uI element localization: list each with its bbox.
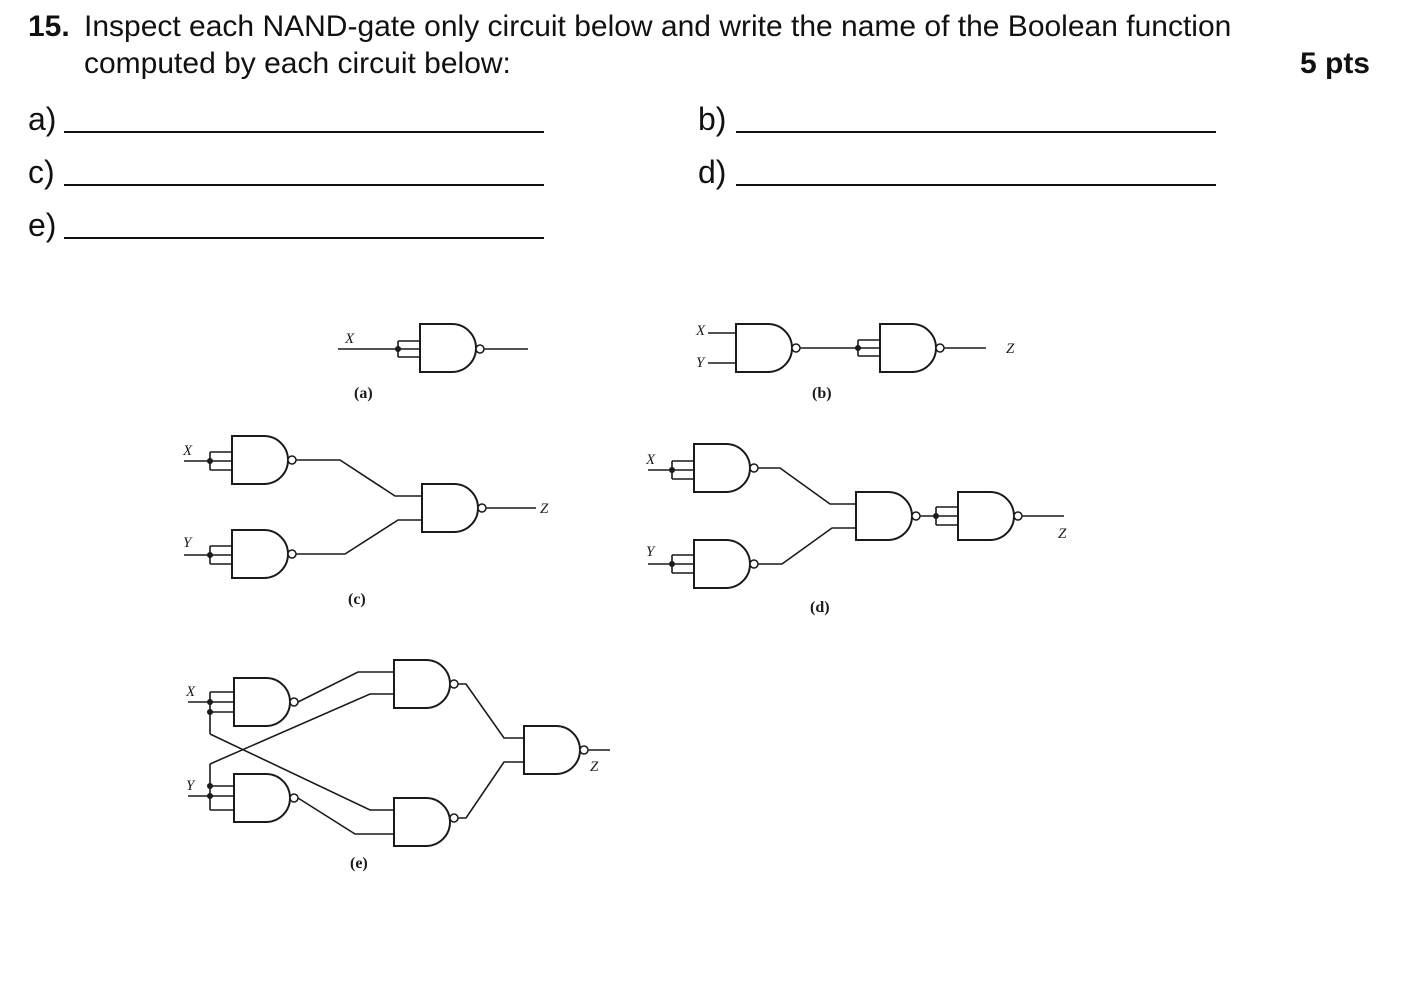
circuit-c-nand-gate-x [231,435,289,485]
circuit-d-nand-gate-x [693,443,751,493]
circuit-c-input-x-label: X [182,443,193,459]
circuit-d-caption: (d) [810,599,830,616]
circuit-c-bubble-final [477,503,487,513]
circuit-a-nand-gate [419,323,477,373]
circuit-d-y-junction-dot [669,561,675,567]
circuit-d-input-x-label: X [645,452,656,468]
circuit-b-input-x-label: X [695,323,706,339]
circuit-e-input-y-label: Y [186,778,196,794]
answer-c-label: c) [28,154,55,190]
circuit-d-wire-x-to-middle [758,467,856,505]
circuit-b-bubble-2 [935,343,945,353]
circuit-c-nand-gate-y [231,529,289,579]
circuit-d-bubble-x [749,463,759,473]
circuit-e-cross-wire-y [209,693,394,765]
answer-d-label: d) [698,154,727,190]
points-label: 5 pts [1299,47,1370,80]
circuit-a-junction-dot [395,346,401,352]
circuit-e-nand-gate-upper [393,659,451,709]
circuit-e-bubble-lower [449,813,459,823]
circuit-e-nand-gate-final [523,725,581,775]
answer-e-blank[interactable] [64,237,544,239]
circuit-d-x-junction-dot [669,467,675,473]
circuit-c-bubble-y [287,549,297,559]
circuit-d-bubble-y [749,559,759,569]
circuit-d: X Y Z (d) [645,443,1067,616]
circuit-b-nand-gate-1 [735,323,793,373]
circuit-c-wire-y-to-final [296,519,422,555]
circuit-c-caption: (c) [348,591,366,608]
circuit-d-nand-gate-last [957,491,1015,541]
answer-c-blank[interactable] [64,184,544,186]
circuit-e-wire-upper-to-final [458,683,524,739]
circuit-a-inversion-bubble [475,344,485,354]
circuit-d-nand-gate-middle [855,491,913,541]
circuit-d-output-label: Z [1058,526,1067,542]
circuit-c-nand-gate-final [421,483,479,533]
circuit-b-bubble-1 [791,343,801,353]
circuit-e-wire-x-to-upper [297,671,394,703]
circuit-b-junction-dot [855,345,861,351]
answer-e-label: e) [28,207,57,243]
circuit-d-bubble-middle [911,511,921,521]
circuit-b-output-label: Z [1006,341,1015,357]
circuit-e-cross-wire-x [209,733,394,811]
circuit-e-output-label: Z [590,759,599,775]
circuit-e-nand-gate-y [233,773,291,823]
question-text-line-2: computed by each circuit below: [84,47,511,80]
circuit-e-y-split [209,764,234,811]
circuit-e: X Y Z (e) [185,659,610,872]
answer-a-blank[interactable] [64,131,544,133]
circuit-c-x-junction-dot [207,458,213,464]
circuit-e-bubble-upper [449,679,459,689]
circuit-b-caption: (b) [812,385,832,402]
circuit-a-caption: (a) [354,385,373,402]
circuit-a: X (a) [338,323,528,402]
circuit-e-input-x-label: X [185,684,196,700]
circuit-e-wire-y-to-lower [297,797,394,835]
circuit-a-input-x-label: X [344,331,355,347]
circuit-d-junction-dot [933,513,939,519]
circuit-d-wire-y-to-middle [758,527,856,565]
circuit-e-wire-lower-to-final [458,761,524,819]
answer-b-blank[interactable] [736,131,1216,133]
circuit-d-nand-gate-y [693,539,751,589]
circuit-c-input-y-label: Y [183,535,193,551]
circuit-b: X Y Z (b) [695,323,1015,402]
circuit-e-y-junction-dot-1 [207,783,213,789]
question-text-line-1: Inspect each NAND-gate only circuit belo… [84,10,1232,43]
circuit-e-bubble-y [289,793,299,803]
circuit-b-input-wires [708,332,736,364]
question-text: Inspect each NAND-gate only circuit belo… [84,8,1314,82]
circuit-c-wire-x-to-final [296,459,422,497]
circuit-e-y-junction-dot-2 [207,793,213,799]
circuit-c-y-junction-dot [207,552,213,558]
answer-a-label: a) [28,101,57,137]
circuit-b-input-y-label: Y [696,355,706,371]
circuit-b-nand-gate-2 [879,323,937,373]
circuit-c-bubble-x [287,455,297,465]
circuit-e-nand-gate-x [233,677,291,727]
circuit-c-output-label: Z [540,501,549,517]
circuit-e-x-junction-dot-1 [207,699,213,705]
circuit-c: X Y Z (c) [182,435,549,608]
circuit-e-x-junction-dot-2 [207,709,213,715]
circuit-e-bubble-final [579,745,589,755]
question-number: 15. [28,10,70,43]
circuit-e-x-split [209,691,234,734]
answer-d-blank[interactable] [736,184,1216,186]
answer-b-label: b) [698,101,727,137]
circuit-d-bubble-last [1013,511,1023,521]
circuit-e-caption: (e) [350,855,368,872]
circuit-e-bubble-x [289,697,299,707]
circuit-d-input-y-label: Y [646,544,656,560]
circuit-e-nand-gate-lower [393,797,451,847]
